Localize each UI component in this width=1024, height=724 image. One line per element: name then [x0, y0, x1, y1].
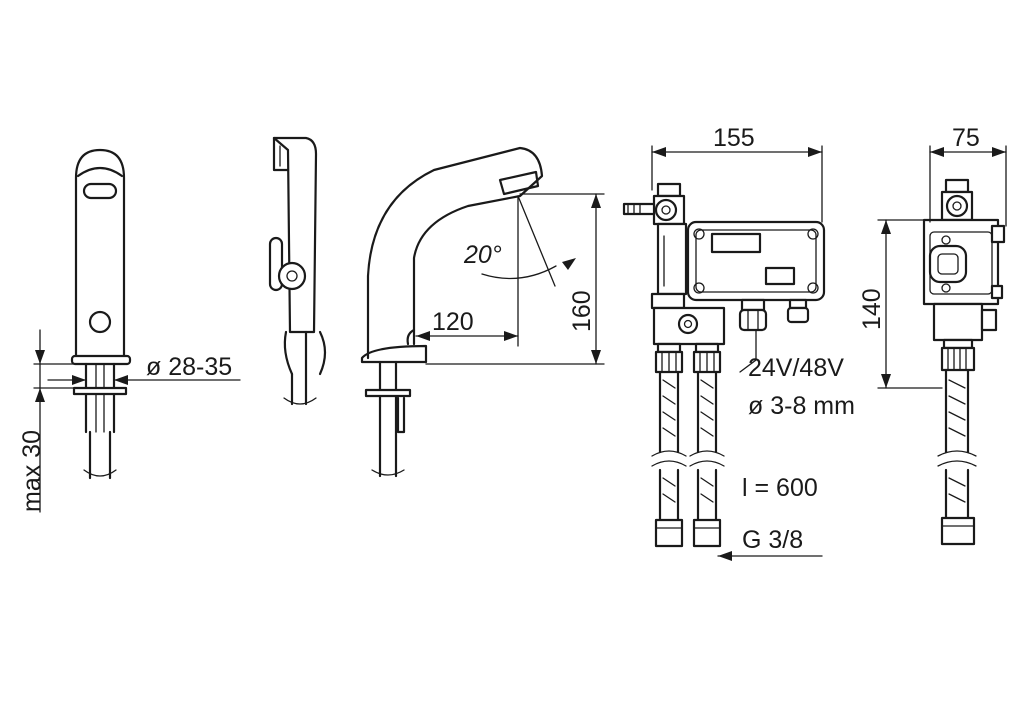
box-width-label: 155 [713, 124, 755, 152]
dimension-box-depth: 75 [929, 124, 1007, 227]
dimension-box-width: 155 [651, 124, 823, 223]
thread-leader: G 3/8 [717, 526, 823, 561]
tap-front-view [70, 148, 132, 480]
box-height-label: 140 [858, 288, 886, 330]
tap-rear-view [268, 136, 327, 406]
dimension-spray-angle: 20° [463, 195, 576, 347]
hose-length-label: l = 600 [742, 474, 818, 502]
control-box-front [622, 182, 826, 548]
dimension-max-thickness: max 30 [18, 329, 85, 513]
dimension-nut-diameter: ø 28-35 [47, 353, 241, 385]
tap-side-view [360, 146, 544, 478]
height-label: 160 [568, 290, 596, 332]
box-depth-label: 75 [952, 124, 980, 152]
control-box-side [922, 178, 1006, 546]
angle-label: 20° [463, 241, 502, 269]
voltage-leader: 24V/48V ø 3-8 mm [739, 329, 855, 420]
thread-label: G 3/8 [742, 526, 803, 554]
dimension-reach: 120 [415, 308, 519, 341]
max-thickness-label: max 30 [18, 430, 46, 512]
nut-diameter-label: ø 28-35 [146, 353, 232, 381]
voltage-label: 24V/48V [748, 354, 844, 382]
dimension-box-height: 140 [858, 219, 943, 389]
cable-diameter-label: ø 3-8 mm [748, 392, 855, 420]
dimension-height: 160 [425, 193, 605, 365]
reach-label: 120 [432, 308, 474, 336]
